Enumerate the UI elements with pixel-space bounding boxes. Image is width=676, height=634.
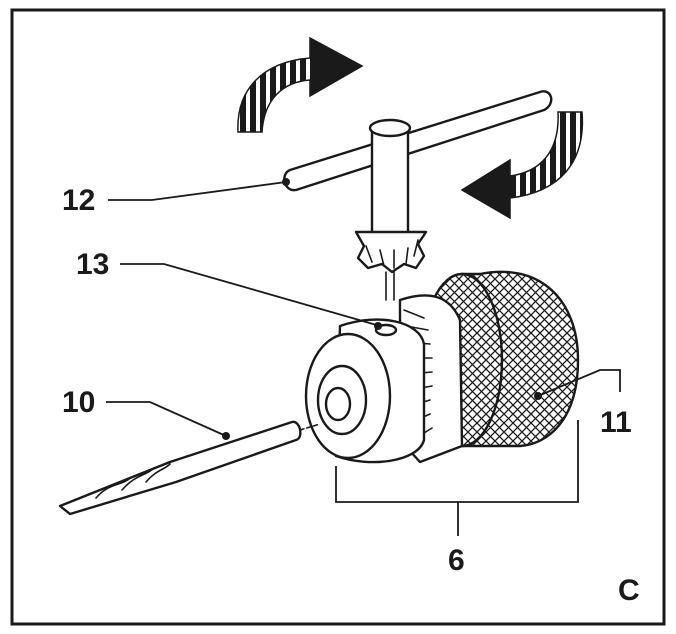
callout-6: 6 xyxy=(448,544,465,577)
panel-letter: C xyxy=(618,574,640,607)
chuck-key xyxy=(283,90,553,301)
leader-chuck-bracket xyxy=(335,420,579,536)
callout-12: 12 xyxy=(62,184,95,217)
curved-arrow-left-icon xyxy=(460,111,584,220)
callout-10: 10 xyxy=(62,386,95,419)
curved-arrow-right-icon xyxy=(237,36,364,133)
drill-chuck xyxy=(304,270,580,464)
leader-chuck-sleeve xyxy=(537,369,621,397)
leader-key-hole xyxy=(120,263,381,327)
drill-bit xyxy=(58,420,321,516)
callout-13: 13 xyxy=(76,248,109,281)
leader-key xyxy=(108,181,287,201)
leader-drill-bit xyxy=(106,401,227,437)
callout-11: 11 xyxy=(600,406,632,439)
figure-frame xyxy=(10,8,666,626)
